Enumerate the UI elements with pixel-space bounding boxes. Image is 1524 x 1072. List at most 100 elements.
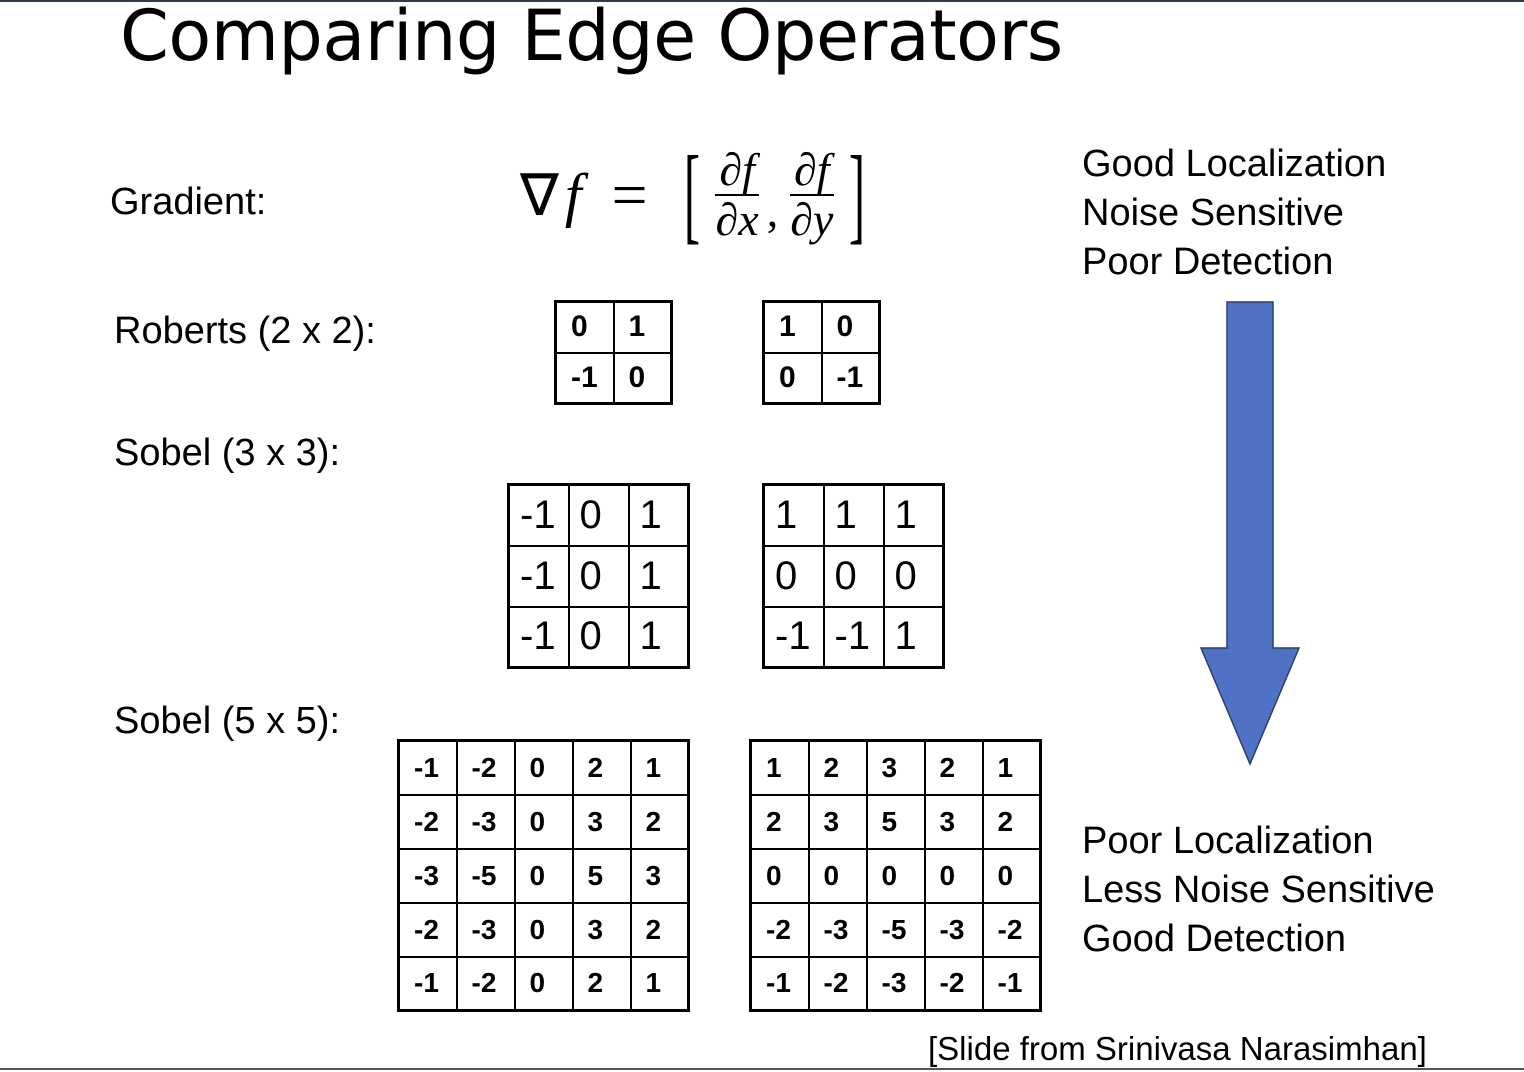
note-poor-localization: Poor Localization [1082,820,1374,862]
sobel5-label: Sobel (5 x 5): [114,700,340,742]
kernel-cell: 0 [567,544,630,608]
kernel-cell: 2 [749,793,810,850]
kernel-cell: -3 [865,955,926,1012]
kernel-cell: -2 [749,901,810,958]
kernel-cell: 2 [807,739,868,796]
kernel-cell: 1 [882,483,945,547]
kernel-cell: 2 [629,901,690,958]
kernel-cell: 1 [627,605,690,669]
kernel-cell: -1 [397,955,458,1012]
kernel-cell: 0 [882,544,945,608]
formula-comma: , [766,184,779,236]
kernel-cell: 2 [981,793,1042,850]
kernel-row: -2-3-5-3-2 [749,901,1042,958]
kernel-cell: -3 [455,793,516,850]
kernel-cell: -2 [397,901,458,958]
kernel-cell: -1 [749,955,810,1012]
kernel-cell: -1 [397,739,458,796]
kernel-cell: 0 [612,351,673,405]
kernel-cell: -3 [455,901,516,958]
kernel-cell: 0 [923,847,984,904]
gradient-formula: ∇ f = [ ∂f ∂x , ∂f ∂y ] [520,140,875,250]
kernel-cell: 3 [807,793,868,850]
kernel-cell: 1 [627,483,690,547]
partial-x-denominator: ∂x [715,194,759,245]
gradient-label: Gradient: [110,181,267,223]
function-symbol: f [564,161,582,228]
kernel-cell: 1 [762,300,823,354]
kernel-cell: 1 [749,739,810,796]
slide-credit: [Slide from Srinivasa Narasimhan] [928,1030,1427,1067]
note-less-noise-sensitive: Less Noise Sensitive [1082,869,1435,911]
note-good-localization: Good Localization [1082,143,1387,185]
kernel-cell: 0 [567,605,630,669]
kernel-cell: 0 [820,300,881,354]
kernel-row: -1-2-3-2-1 [749,955,1042,1012]
sobel3-label: Sobel (3 x 3): [114,432,340,474]
kernel-cell: 1 [882,605,945,669]
kernel-cell: -2 [455,955,516,1012]
bottom-border [0,1068,1524,1070]
kernel-cell: -5 [455,847,516,904]
kernel-cell: 1 [762,483,825,547]
kernel-cell: 1 [612,300,673,354]
close-bracket: ] [849,135,866,254]
kernel-cell: 3 [571,901,632,958]
top-border [0,0,1524,2]
kernel-cell: 0 [554,300,615,354]
kernel-cell: 2 [923,739,984,796]
note-poor-detection: Poor Detection [1082,241,1334,283]
kernel-cell: 1 [981,739,1042,796]
kernel-cell: 0 [513,793,574,850]
equals-sign: = [611,159,648,230]
notes-top: Good Localization Noise Sensitive Poor D… [1082,140,1386,287]
notes-bottom: Poor Localization Less Noise Sensitive G… [1082,817,1435,964]
kernel-cell: 2 [571,739,632,796]
kernel-cell: 3 [629,847,690,904]
kernel-cell: -3 [397,847,458,904]
kernel-cell: 0 [567,483,630,547]
kernel-cell: -1 [820,351,881,405]
kernel-cell: -1 [507,605,570,669]
kernel-cell: -1 [554,351,615,405]
kernel-cell: -5 [865,901,926,958]
kernel-cell: 0 [981,847,1042,904]
partial-x-fraction: ∂f ∂x [712,147,763,245]
open-bracket: [ [683,135,700,254]
partial-x-numerator: ∂f [715,147,759,196]
kernel-cell: -3 [807,901,868,958]
kernel-cell: 2 [629,793,690,850]
kernel-cell: 3 [865,739,926,796]
kernel-row: 0-1 [762,351,881,405]
kernel-cell: 1 [822,483,885,547]
partial-y-denominator: ∂y [790,194,834,245]
kernel-cell: 0 [762,544,825,608]
nabla-symbol: ∇ [520,163,559,228]
kernel-cell: 0 [513,847,574,904]
kernel-cell: -1 [507,544,570,608]
kernel-cell: -2 [807,955,868,1012]
kernel-cell: 1 [627,544,690,608]
kernel-cell: -3 [923,901,984,958]
kernel-cell: -2 [455,739,516,796]
